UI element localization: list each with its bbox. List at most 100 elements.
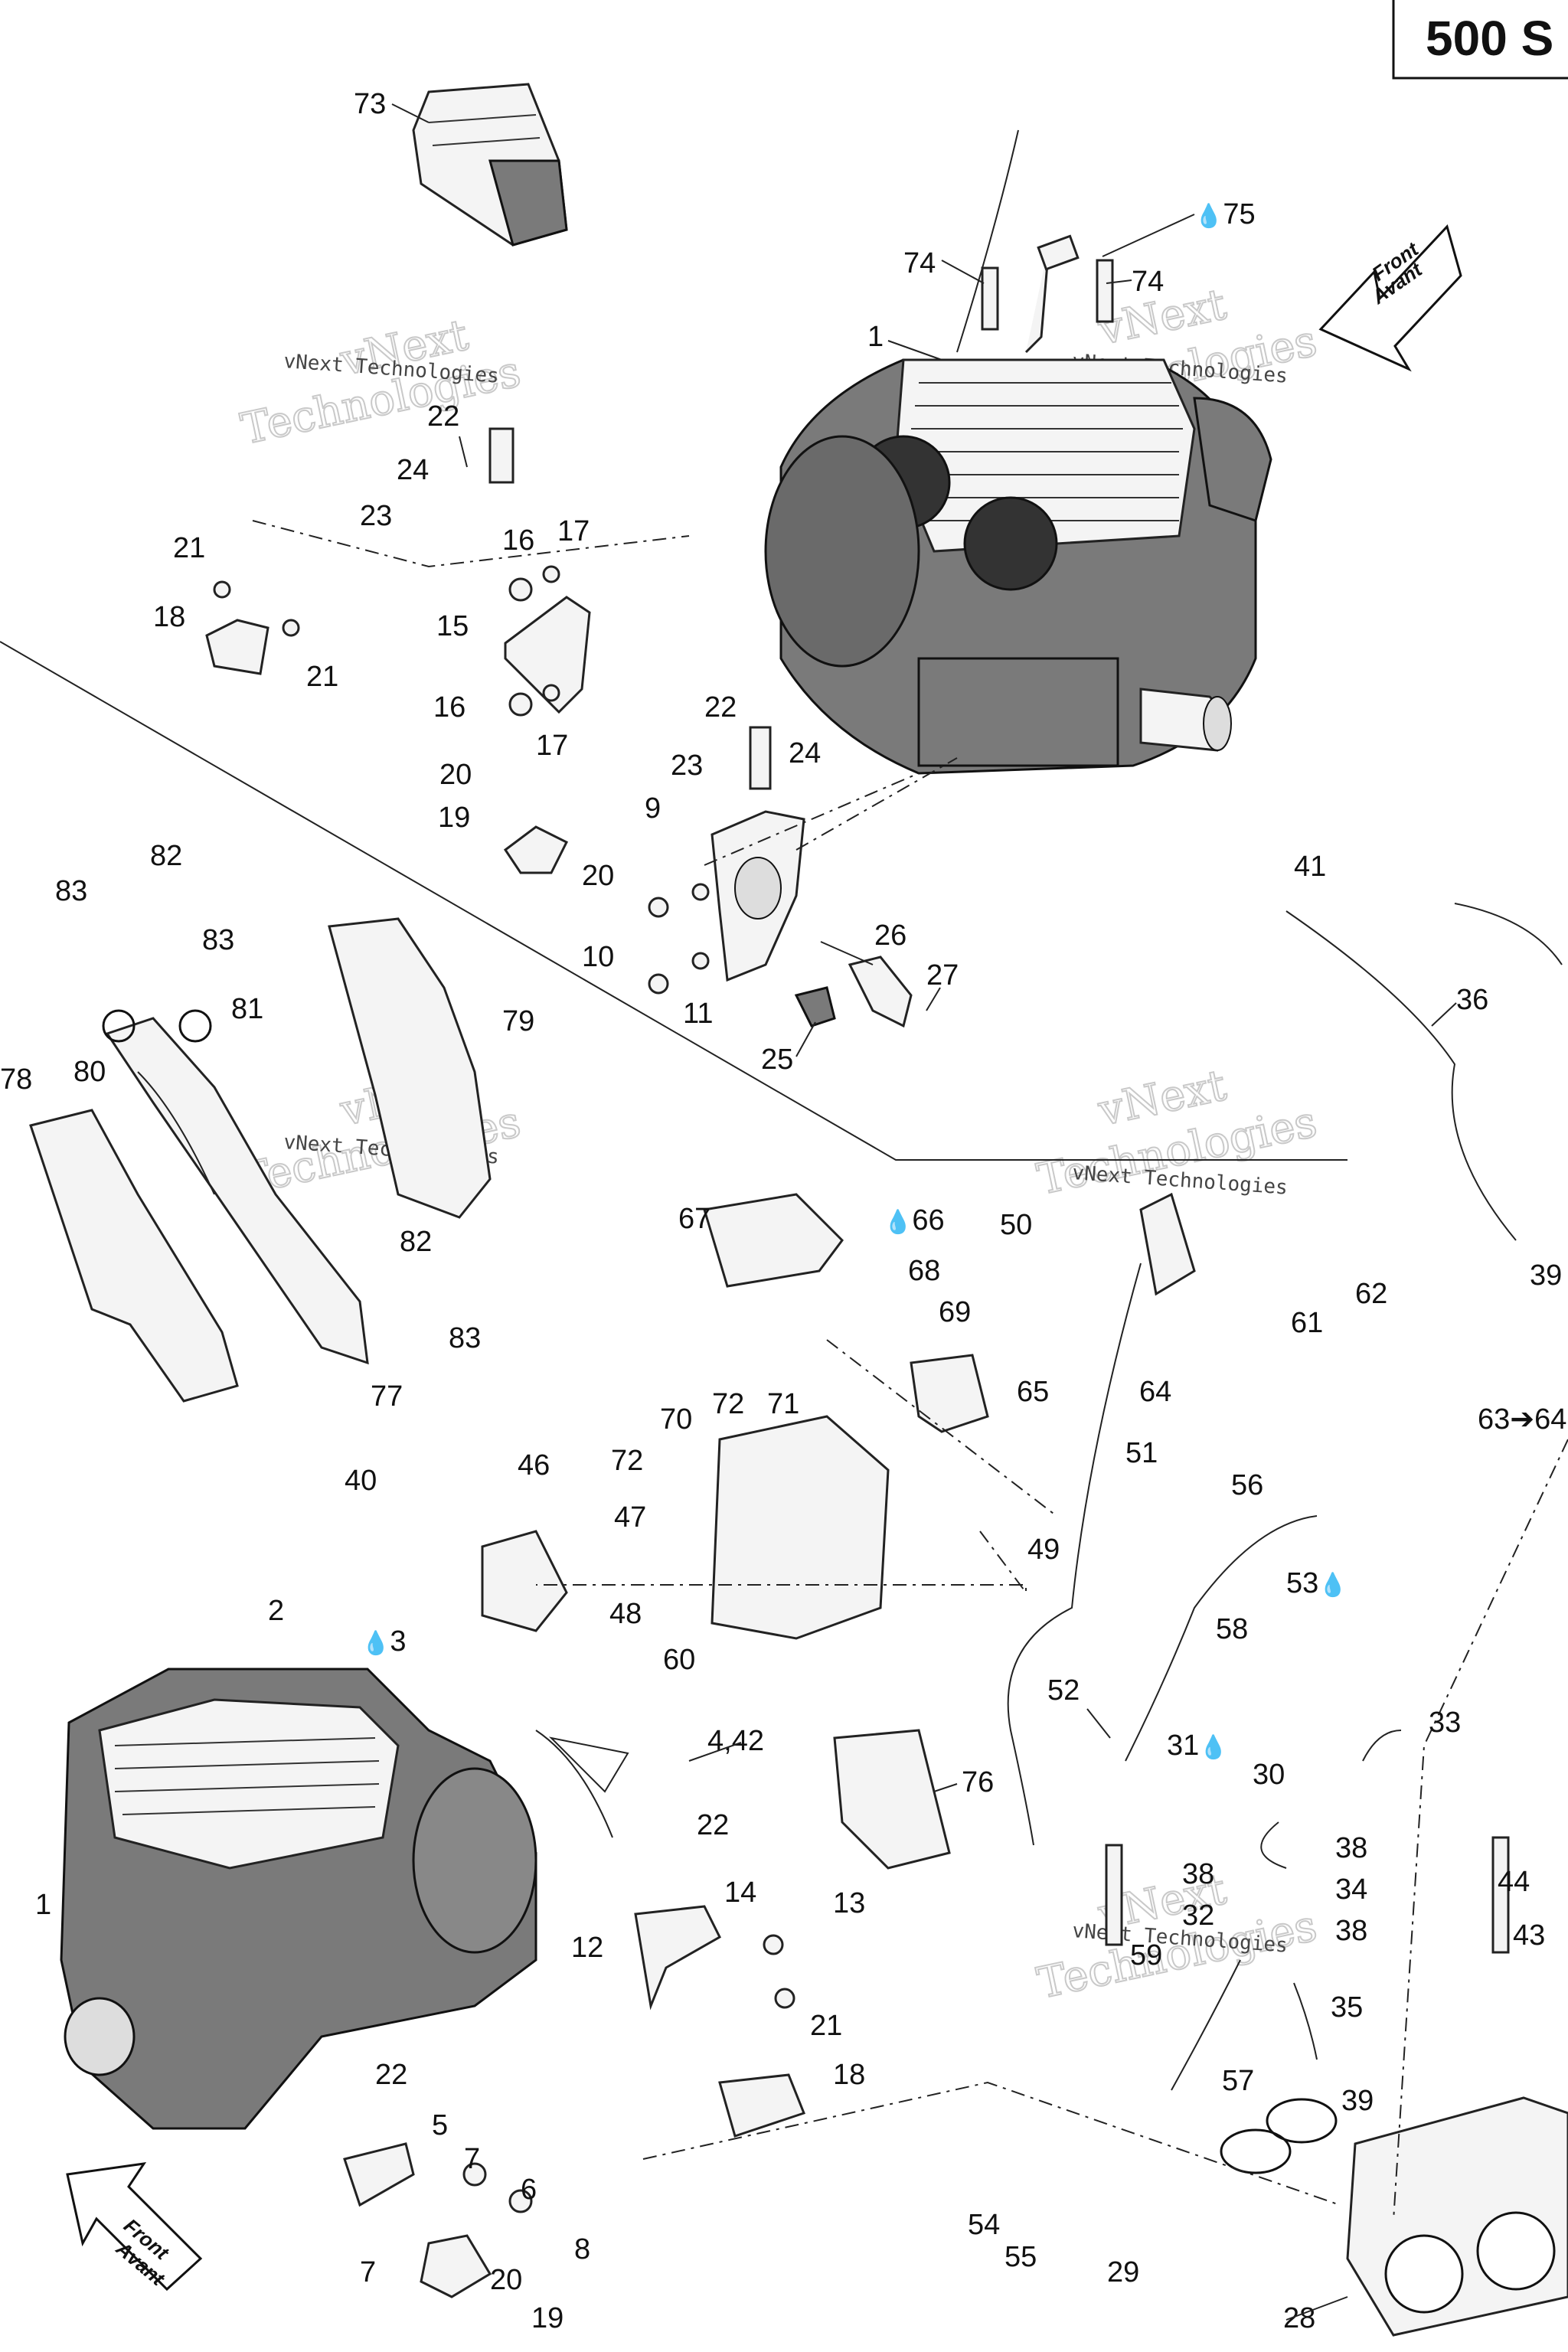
engine-mount-bottom-icon bbox=[343, 1905, 805, 2298]
callout-22: 22 bbox=[427, 400, 459, 433]
callout-25: 25 bbox=[761, 1044, 793, 1076]
callout-15: 15 bbox=[436, 610, 469, 642]
callout-59: 59 bbox=[1130, 1939, 1162, 1971]
callout-39: 39 bbox=[1341, 2085, 1374, 2117]
callout-10: 10 bbox=[582, 941, 614, 973]
callout-41: 41 bbox=[1294, 851, 1326, 883]
callout-38: 38 bbox=[1335, 1832, 1367, 1864]
callout-38: 38 bbox=[1335, 1915, 1367, 1947]
callout-7: 7 bbox=[360, 2256, 376, 2288]
callout-65: 65 bbox=[1017, 1376, 1049, 1408]
ignition-coil-icon bbox=[481, 1193, 989, 1640]
callout-33: 33 bbox=[1429, 1707, 1461, 1739]
callout-5: 5 bbox=[432, 2109, 448, 2141]
callout-47: 47 bbox=[614, 1501, 646, 1534]
callout-70: 70 bbox=[660, 1403, 692, 1436]
callout-57: 57 bbox=[1222, 2065, 1254, 2097]
callout-36: 36 bbox=[1456, 984, 1488, 1016]
callout-51: 51 bbox=[1125, 1437, 1158, 1469]
watermark-6: vNext Technologies vNext Technologies bbox=[1032, 1864, 1321, 2010]
callout-63-64: 63➔64 bbox=[1478, 1403, 1566, 1436]
front-arrow-top-icon: Front Avant bbox=[1318, 224, 1462, 372]
callout-20: 20 bbox=[490, 2264, 522, 2296]
callout-labels: 73 💧75 74 74 1 22 24 23 16 17 21 18 15 2… bbox=[0, 88, 1566, 2334]
callout-29: 29 bbox=[1107, 2256, 1139, 2288]
callout-53: 53💧 bbox=[1286, 1567, 1348, 1599]
engine-bottom-illustration bbox=[60, 1668, 629, 2130]
leader-dashed bbox=[704, 773, 920, 866]
callout-60: 60 bbox=[663, 1644, 695, 1676]
callout-74: 74 bbox=[1132, 266, 1164, 298]
callout-16: 16 bbox=[433, 691, 466, 724]
callout-56: 56 bbox=[1231, 1469, 1263, 1501]
callout-31: 31💧 bbox=[1167, 1730, 1228, 1762]
callout-24: 24 bbox=[789, 737, 821, 769]
callout-38: 38 bbox=[1182, 1858, 1214, 1890]
callout-79: 79 bbox=[502, 1005, 534, 1037]
watermark-1: vNext Technologies vNext Technologies bbox=[236, 309, 525, 456]
leader-dashed bbox=[252, 520, 690, 568]
callout-40: 40 bbox=[345, 1465, 377, 1497]
leader-dashed bbox=[642, 2081, 1341, 2206]
callout-1: 1 bbox=[35, 1889, 51, 1921]
callout-23: 23 bbox=[671, 750, 703, 782]
callout-53-text: 53 bbox=[1286, 1567, 1318, 1599]
callout-34: 34 bbox=[1335, 1873, 1367, 1906]
belt-guard-icon bbox=[29, 917, 492, 1403]
oil-drop-icon: 💧 bbox=[1194, 202, 1223, 229]
callout-13: 13 bbox=[833, 1887, 865, 1919]
engine-mount-upper-icon bbox=[205, 427, 591, 717]
engine-mount-lower-icon bbox=[503, 726, 913, 1028]
callout-75-text: 75 bbox=[1223, 198, 1255, 230]
callout-68: 68 bbox=[908, 1255, 940, 1287]
callout-83: 83 bbox=[202, 924, 234, 956]
callout-18: 18 bbox=[153, 601, 185, 633]
callout-58: 58 bbox=[1216, 1613, 1248, 1645]
callout-69: 69 bbox=[939, 1296, 971, 1328]
callout-72: 72 bbox=[712, 1388, 744, 1420]
callout-67: 67 bbox=[678, 1203, 710, 1235]
callout-83: 83 bbox=[55, 875, 87, 907]
watermark-4: vNext Technologies vNext Technologies bbox=[1032, 1060, 1321, 1206]
callout-48: 48 bbox=[609, 1598, 642, 1630]
front-arrow-bottom-icon: Front Avant bbox=[66, 2162, 203, 2292]
callout-14: 14 bbox=[724, 1877, 756, 1909]
callout-22: 22 bbox=[697, 1809, 729, 1841]
callout-50: 50 bbox=[1000, 1209, 1032, 1241]
callout-3: 💧3 bbox=[361, 1625, 407, 1658]
callout-7: 7 bbox=[464, 2143, 480, 2175]
callout-21: 21 bbox=[173, 532, 205, 564]
callout-73: 73 bbox=[354, 88, 386, 120]
callout-32: 32 bbox=[1182, 1900, 1214, 1932]
callout-71: 71 bbox=[767, 1388, 799, 1420]
callout-64: 64 bbox=[1139, 1376, 1171, 1408]
callout-28: 28 bbox=[1283, 2302, 1315, 2334]
callout-24: 24 bbox=[397, 454, 429, 486]
title-box-text: 500 S bbox=[1426, 11, 1553, 66]
leader-dashed bbox=[826, 1339, 1057, 1517]
callout-74: 74 bbox=[903, 247, 936, 279]
spark-plug-icon bbox=[956, 129, 1114, 354]
callout-83: 83 bbox=[449, 1322, 481, 1354]
callout-80: 80 bbox=[74, 1056, 106, 1088]
callout-27: 27 bbox=[926, 959, 959, 991]
callout-4-42: 4,42 bbox=[707, 1725, 764, 1757]
callout-17: 17 bbox=[536, 730, 568, 762]
callout-17: 17 bbox=[557, 515, 590, 547]
callout-21: 21 bbox=[810, 2010, 842, 2042]
callout-44: 44 bbox=[1498, 1866, 1530, 1898]
callout-75: 💧75 bbox=[1194, 198, 1256, 230]
callout-9: 9 bbox=[645, 792, 661, 825]
callout-19: 19 bbox=[438, 802, 470, 834]
callout-72: 72 bbox=[611, 1445, 643, 1477]
callout-8: 8 bbox=[574, 2233, 590, 2265]
callout-30: 30 bbox=[1253, 1759, 1285, 1791]
callout-66-text: 66 bbox=[912, 1204, 944, 1236]
callout-20: 20 bbox=[439, 759, 472, 791]
callout-35: 35 bbox=[1331, 1991, 1363, 2024]
oil-drop-icon: 💧 bbox=[884, 1208, 912, 1235]
callout-76: 76 bbox=[962, 1766, 994, 1798]
callout-23: 23 bbox=[360, 500, 392, 532]
callout-leader-lines bbox=[391, 103, 1457, 2321]
